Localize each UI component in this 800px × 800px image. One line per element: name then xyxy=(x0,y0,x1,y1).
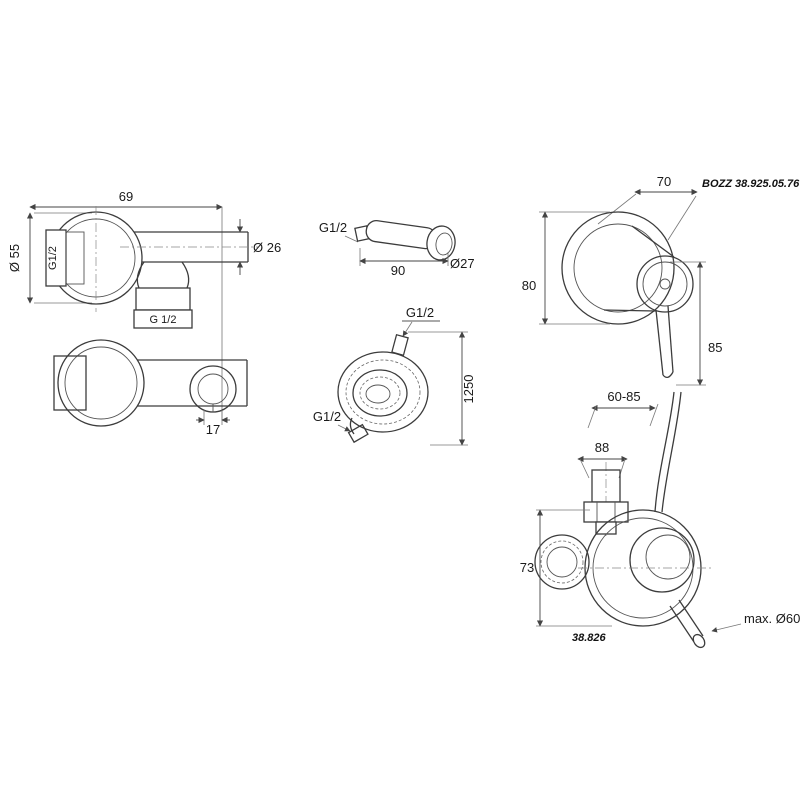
hand-shower-drawing: G1/2 90 Ø27 xyxy=(319,220,475,278)
dim-80-label: 80 xyxy=(522,278,536,293)
mixer-trim-drawing: 70 BOZZ 38.925.05.76 80 85 xyxy=(522,174,800,386)
hose-drawing: G1/2 G1/2 1250 xyxy=(313,305,476,446)
hose-thread-top-label: G1/2 xyxy=(406,305,434,320)
valve-body-drawing: 60-85 88 73 38.826 xyxy=(520,389,800,649)
hose-thread-bottom-label: G1/2 xyxy=(313,409,341,424)
dim-90-label: 90 xyxy=(391,263,405,278)
dim-73-label: 73 xyxy=(520,560,534,575)
dim-69-label: 69 xyxy=(119,189,133,204)
dim-55-label: Ø 55 xyxy=(7,244,22,272)
trim-model-label: BOZZ 38.925.05.76 xyxy=(702,178,800,190)
thread-g12-left-label: G1/2 xyxy=(47,246,59,270)
valve-model-label: 38.826 xyxy=(572,632,607,644)
dim-max-60-label: max. Ø60 xyxy=(744,611,800,626)
dim-17-label: 17 xyxy=(206,422,220,437)
wall-elbow-drawing: 69 Ø 55 G1/2 Ø 26 G 1/2 xyxy=(7,189,281,437)
handshower-thread-label: G1/2 xyxy=(319,220,347,235)
dim-60-85-label: 60-85 xyxy=(607,389,640,404)
dim-70-label: 70 xyxy=(657,174,671,189)
dim-1250-label: 1250 xyxy=(461,375,476,404)
dim-85-label: 85 xyxy=(708,340,722,355)
dim-27-label: Ø27 xyxy=(450,256,475,271)
thread-g12-bottom-label: G 1/2 xyxy=(150,314,177,326)
dim-88-label: 88 xyxy=(595,440,609,455)
dim-26-label: Ø 26 xyxy=(253,240,281,255)
